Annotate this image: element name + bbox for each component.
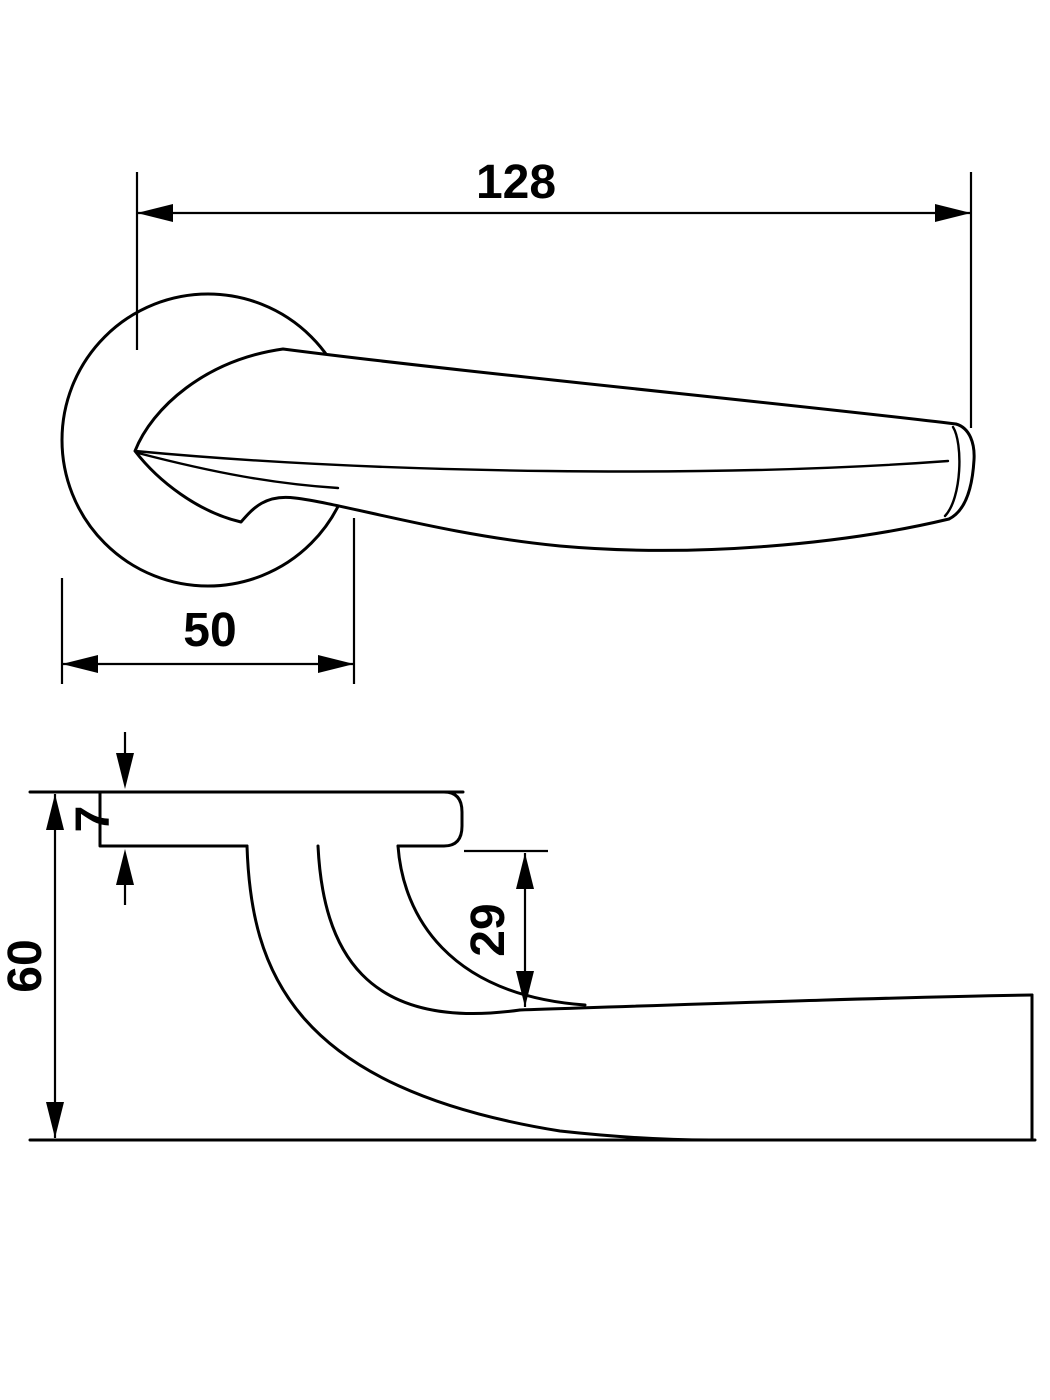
arrowhead-top-29 — [516, 853, 534, 889]
arrowhead-up-7 — [116, 849, 134, 885]
dimension-rosette-diameter: 50 — [60, 518, 356, 684]
lever-top-edge-side-view — [518, 993, 1034, 1012]
total-height-dimension-label: 60 — [0, 939, 52, 992]
lever-end-cap-line — [943, 425, 961, 518]
neck-outer-curve — [245, 844, 712, 1142]
arrowhead-left-128 — [137, 204, 173, 222]
arrowhead-left-50 — [62, 655, 98, 673]
dimension-neck-drop: 29 — [462, 849, 548, 1007]
lever-crease-line — [133, 449, 950, 473]
neck-inner-curve — [396, 844, 587, 1007]
dimension-total-height: 60 — [0, 794, 64, 1138]
dimension-rosette-thickness: 7 — [67, 732, 134, 905]
rosette-thickness-dimension-label: 7 — [67, 806, 120, 833]
arrowhead-bottom-29 — [516, 971, 534, 1007]
arrowhead-top-60 — [46, 794, 64, 830]
lever-neck-edge-line — [136, 451, 340, 490]
side-view: 60 7 29 — [0, 732, 1037, 1142]
top-view: 128 50 — [60, 156, 976, 684]
rosette-diameter-dimension-label: 50 — [183, 604, 236, 657]
rosette-side-view — [98, 790, 464, 848]
arrowhead-bottom-60 — [46, 1102, 64, 1138]
neck-drop-dimension-label: 29 — [462, 903, 515, 956]
arrowhead-right-128 — [935, 204, 971, 222]
neck-middle-curve — [316, 844, 522, 1016]
arrowhead-down-7 — [116, 753, 134, 789]
arrowhead-right-50 — [318, 655, 354, 673]
handle-lever-top-view — [133, 347, 976, 552]
handle-length-dimension-label: 128 — [476, 156, 556, 209]
dimension-handle-length: 128 — [135, 156, 973, 428]
